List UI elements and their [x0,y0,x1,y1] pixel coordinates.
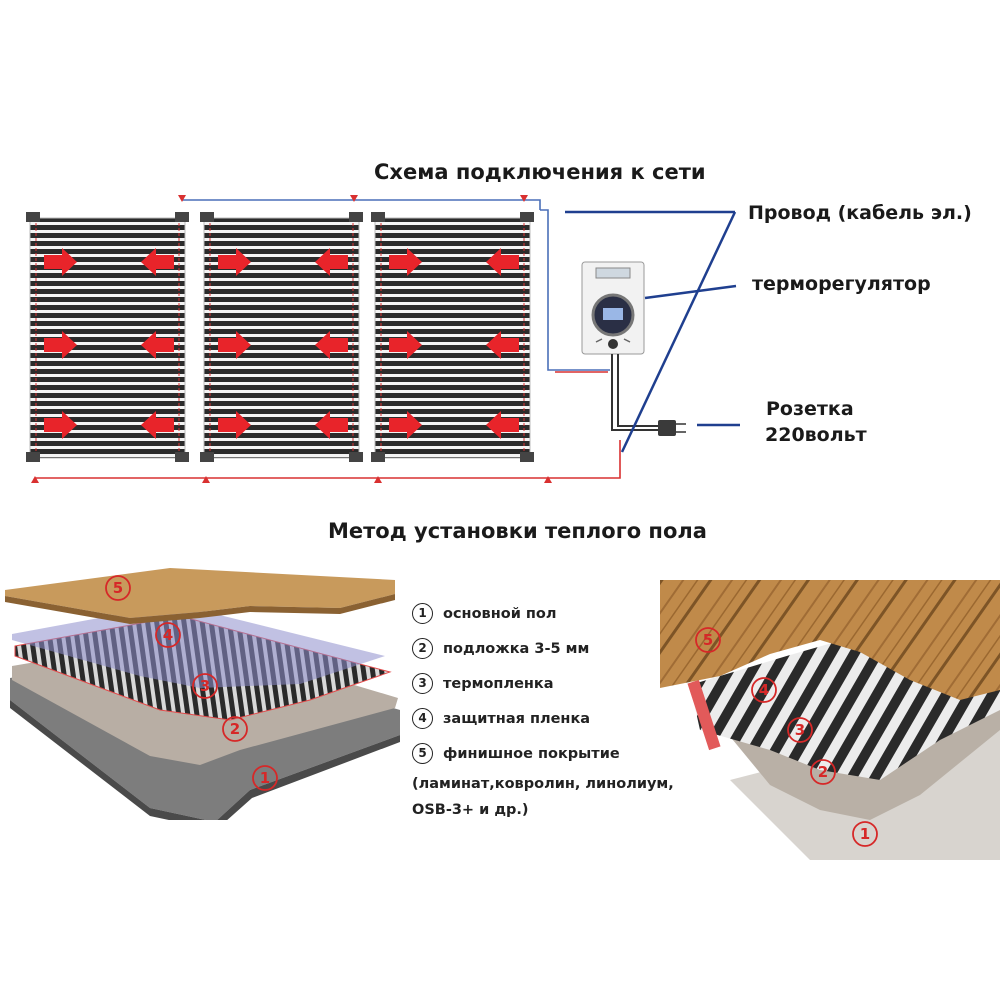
voltage-label: 220вольт [765,424,867,446]
cutaway-wood-finish [660,580,1000,700]
legend-item: 2 подложка 3-5 мм [412,631,674,666]
cutaway-marker-5-label: 5 [703,631,713,649]
layers-exploded-illustration: 5 4 3 2 1 [5,568,400,820]
layers-cutaway-illustration: 5 4 3 2 1 [660,580,1000,860]
legend-text: защитная пленка [443,710,591,727]
marker-5 [105,575,131,601]
legend-text: подложка 3-5 мм [443,640,590,657]
marker-3 [192,673,218,699]
cutaway-marker-2 [810,759,836,785]
legend-num: 5 [412,743,433,764]
thermostat-device-icon [581,261,645,355]
layer-protective-film [12,604,385,688]
heat-arrow-icon [486,248,519,276]
heat-arrow-icon [218,331,251,359]
cutaway-marker-1 [852,821,878,847]
legend-item: 4 защитная пленка [412,701,674,736]
thermostat-leader [644,284,737,300]
marker-4-label: 4 [163,626,173,644]
installation-title: Метод установки теплого пола [328,519,707,543]
marker-5-label: 5 [113,579,123,597]
legend-continuation-1: (ламинат,ковролин, линолиум, [412,776,674,792]
heat-arrow-icon [218,248,251,276]
legend-text: основной пол [443,605,557,622]
heat-arrow-icon [389,331,422,359]
marker-3-label: 3 [200,677,210,695]
wire-label: Провод (кабель эл.) [748,202,972,224]
scheme-title: Схема подключения к сети [374,160,706,184]
marker-1-label: 1 [260,769,270,787]
marker-4 [155,622,181,648]
heat-arrow-icon [486,331,519,359]
heat-arrow-icon [389,248,422,276]
heat-arrow-icon [44,331,77,359]
heat-arrow-icon [141,411,174,439]
heat-arrow-icon [141,248,174,276]
bottom-wire [35,440,621,479]
legend-item: 3 термопленка [412,666,674,701]
cutaway-marker-3 [787,717,813,743]
cutaway-marker-1-label: 1 [860,825,870,843]
heat-arrows [44,248,519,439]
heat-arrow-icon [315,411,348,439]
legend-num: 2 [412,638,433,659]
legend-num: 3 [412,673,433,694]
layer-legend: 1 основной пол 2 подложка 3-5 мм 3 термопле… [412,596,674,823]
legend-num: 1 [412,603,433,624]
legend-item: 5 финишное покрытие [412,736,674,771]
layer-finish-coating [5,568,395,618]
heat-arrow-icon [315,331,348,359]
legend-continuation-2: OSB-3+ и др.) [412,802,529,818]
heat-arrow-icon [141,331,174,359]
heat-arrow-icon [486,411,519,439]
wire-connector-markers [31,195,552,483]
heat-arrow-icon [44,248,77,276]
legend-text: финишное покрытие [443,745,620,762]
legend-item: 1 основной пол [412,596,674,631]
marker-2-label: 2 [230,720,240,738]
marker-1 [252,765,278,791]
legend-text: термопленка [443,675,554,692]
thermostat-label: терморегулятор [752,273,931,295]
heat-arrow-icon [44,411,77,439]
top-wire [182,199,541,210]
plug-icon [658,420,686,436]
connection-diagram [26,195,740,483]
cutaway-marker-4-label: 4 [759,681,769,699]
heat-arrow-icon [389,411,422,439]
cutaway-marker-4 [751,677,777,703]
heat-arrow-icon [315,248,348,276]
cutaway-marker-5 [695,627,721,653]
cutaway-marker-2-label: 2 [818,763,828,781]
socket-label: Розетка [766,398,854,420]
marker-2 [222,716,248,742]
heat-arrow-icon [218,411,251,439]
legend-num: 4 [412,708,433,729]
cutaway-marker-3-label: 3 [795,721,805,739]
